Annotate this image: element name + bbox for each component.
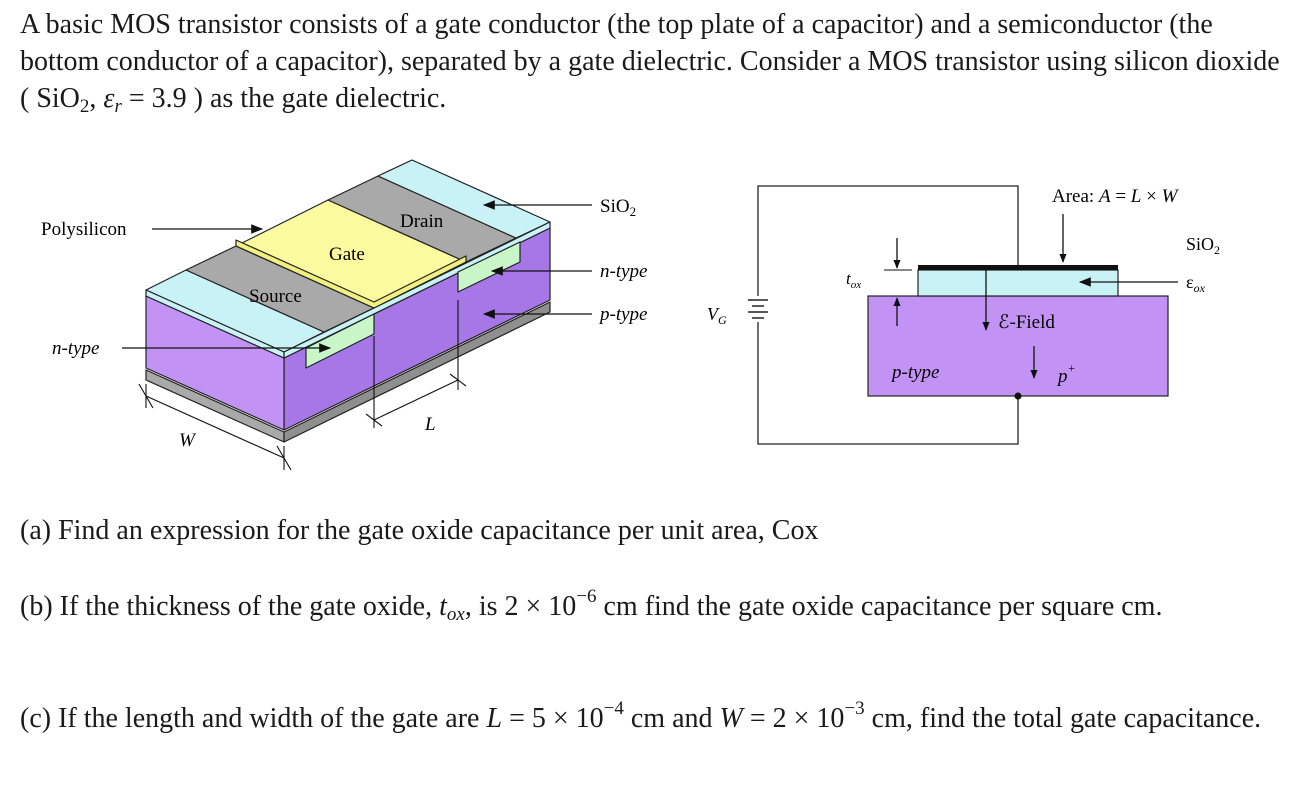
area-eq: = <box>1111 186 1131 207</box>
tox-label: tox <box>846 269 861 291</box>
question-c-l: L <box>486 703 503 734</box>
p-plus-label: p+ <box>1056 361 1076 387</box>
gate-label: Gate <box>329 244 365 265</box>
substrate-contact-dot <box>1014 392 1022 400</box>
eps-ox-text: ε <box>1186 272 1194 292</box>
area-times: × <box>1141 186 1161 207</box>
vg-label: VG <box>707 304 727 327</box>
p-plus-text: p <box>1056 366 1068 387</box>
gate-plate <box>918 265 1118 270</box>
n-region-source <box>305 313 375 369</box>
question-a: (a) Find an expression for the gate oxid… <box>20 512 1282 549</box>
polysilicon-label: Polysilicon <box>41 219 127 240</box>
circuit-wire-bottom <box>757 322 1019 445</box>
area-w: W <box>1162 186 1180 207</box>
question-b-t: t <box>439 591 447 622</box>
gate-oxide-layer <box>917 269 1119 297</box>
intro-sio2-subscript: 2 <box>79 96 90 117</box>
sio2-right-subscript: 2 <box>1214 243 1220 257</box>
intro-text-3: = 3.9 ) as the gate dielectric. <box>121 83 447 114</box>
l-dimension-line <box>373 379 459 421</box>
area-l: L <box>1130 186 1142 207</box>
intro-epsilon-symbol: ε <box>103 83 115 114</box>
area-a: A <box>1097 186 1111 207</box>
tox-subscript: ox <box>851 279 862 291</box>
vg-subscript: G <box>718 313 727 327</box>
sio2-left-subscript: 2 <box>630 204 637 219</box>
question-b-text-2: , is 2 × 10 <box>464 591 577 622</box>
n-type-left-label: n-type <box>52 338 99 359</box>
question-c: (c) If the length and width of the gate … <box>20 698 1282 737</box>
eps-ox-label: εox <box>1186 272 1206 295</box>
vg-text: V <box>707 304 720 324</box>
question-b: (b) If the thickness of the gate oxide, … <box>20 586 1282 625</box>
question-c-text-4: = 2 × 10 <box>742 703 845 734</box>
gate-slab-edge <box>235 239 467 309</box>
w-label: W <box>179 430 197 451</box>
question-c-text-1: (c) If the length and width of the gate … <box>20 703 487 734</box>
area-text: Area: <box>1052 186 1099 207</box>
intro-epsilon-subscript: r <box>114 96 122 117</box>
intro-text-1: A basic MOS transistor consists of a gat… <box>20 9 1280 114</box>
n-type-left-text: n-type <box>52 338 99 359</box>
w-dimension-line <box>145 395 285 459</box>
p-type-right-label: p-type <box>890 362 939 383</box>
intro-text-2: , <box>89 83 104 114</box>
substrate-bottom-layer-side <box>283 301 551 443</box>
tox-text: t <box>846 269 852 288</box>
question-c-exponent-2: −3 <box>844 698 865 719</box>
transistor-3d-diagram <box>145 159 551 443</box>
width-dimension <box>138 383 292 471</box>
question-c-text-5: cm, find the total gate capacitance. <box>864 703 1262 734</box>
question-b-exponent: −6 <box>576 586 597 607</box>
sio2-left-label: SiO2 <box>600 196 636 219</box>
oxide-side-edge <box>283 221 551 359</box>
question-b-text-3: cm find the gate oxide capacitance per s… <box>596 591 1163 622</box>
p-plus-superscript: + <box>1068 361 1076 375</box>
sio2-right-label: SiO2 <box>1186 234 1220 257</box>
question-c-w: W <box>719 703 743 734</box>
eps-ox-subscript: ox <box>1194 281 1206 295</box>
source-label: Source <box>249 286 302 307</box>
p-type-left-label: p-type <box>598 304 647 325</box>
capacitor-circuit <box>757 185 1019 445</box>
sio2-right-text: SiO <box>1186 234 1214 254</box>
question-c-exponent-1: −4 <box>603 698 624 719</box>
length-dimension <box>365 300 467 428</box>
question-c-text-3: cm and <box>623 703 720 734</box>
voltage-source-battery <box>748 299 768 319</box>
efield-label: ℰ-Field <box>998 312 1055 333</box>
l-tick-near <box>365 413 383 427</box>
p-type-substrate <box>867 295 1169 397</box>
circuit-wire-top <box>757 185 1019 296</box>
l-tick-far <box>449 373 467 387</box>
n-type-right-label: n-type <box>600 261 647 282</box>
question-b-ox: ox <box>446 604 465 625</box>
question-c-text-2: = 5 × 10 <box>502 703 604 734</box>
question-b-text-1: (b) If the thickness of the gate oxide, <box>20 591 440 622</box>
intro-paragraph: A basic MOS transistor consists of a gat… <box>20 6 1282 117</box>
area-label: Area: A = L × W <box>1052 186 1180 207</box>
n-region-drain <box>457 241 521 293</box>
sio2-left-text: SiO <box>600 196 630 217</box>
question-a-text: (a) Find an expression for the gate oxid… <box>20 515 819 546</box>
l-label: L <box>424 414 436 435</box>
drain-label: Drain <box>400 211 444 232</box>
